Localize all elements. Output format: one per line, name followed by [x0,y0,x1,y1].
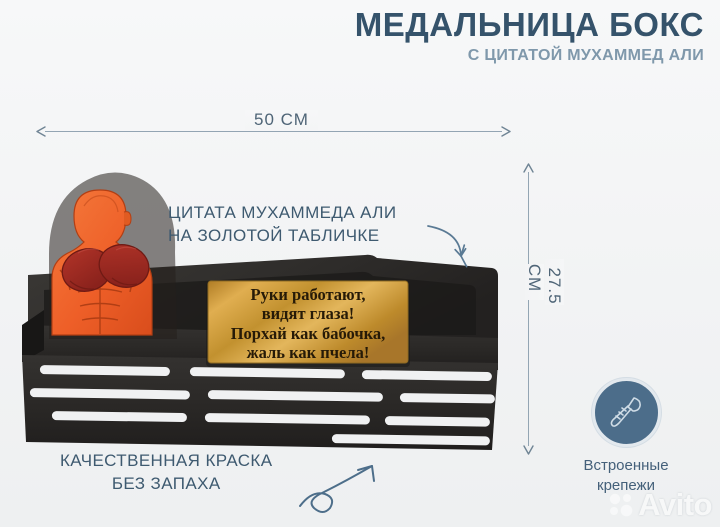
avito-logo-icon [609,493,633,517]
plaque-line-1: Руки работают, [251,285,366,304]
annotation-paint: КАЧЕСТВЕННАЯ КРАСКА БЕЗ ЗАПАХА [60,451,273,493]
watermark-text: Avito [638,487,712,522]
badge-label: Встроенные крепежи [583,457,669,494]
plaque-line-2: видят глаза! [262,304,354,323]
curly-arrow-up-icon [299,465,375,513]
arrow-right-icon [501,126,511,137]
height-dimension-text: 27.5 СМ [525,259,564,305]
page-subtitle: С ЦИТАТОЙ МУХАММЕД АЛИ [467,47,704,64]
width-dimension-label: 50 СМ [245,110,318,130]
plaque-line-3: Порхай как бабочка, [231,324,386,343]
arrow-down-icon [523,445,534,455]
product-illustration: Руки работают, видят глаза! Порхай как б… [22,172,498,450]
width-dimension-line [36,126,511,137]
shelf-left-wall [22,310,44,362]
medal-slots [29,365,495,446]
boxing-gloves [61,244,150,292]
watermark: Avito [608,487,712,523]
screw-icon [610,396,641,427]
arrow-left-icon [36,126,46,137]
gold-plaque: Руки работают, видят глаза! Порхай как б… [206,280,410,367]
curved-arrow-to-plaque-icon [427,225,468,268]
feature-badge-fasteners: Встроенные крепежи [551,378,701,495]
plaque-line-4: жаль как пчела! [247,343,370,362]
arrow-up-icon [523,163,534,173]
header: МЕДАЛЬНИЦА БОКС С ЦИТАТОЙ МУХАММЕД АЛИ [355,8,704,64]
height-dimension-line [523,163,534,455]
annotation-plaque: ЦИТАТА МУХАММЕДА АЛИ НА ЗОЛОТОЙ ТАБЛИЧКЕ [168,203,397,245]
boxer-figure [49,172,177,339]
dimension-bar-vertical [528,172,529,446]
page-title: МЕДАЛЬНИЦА БОКС [354,6,704,43]
dimension-bar-horizontal [45,131,502,132]
badge-circle [591,378,661,447]
height-dimension-label: 27.5 СМ [524,242,564,322]
